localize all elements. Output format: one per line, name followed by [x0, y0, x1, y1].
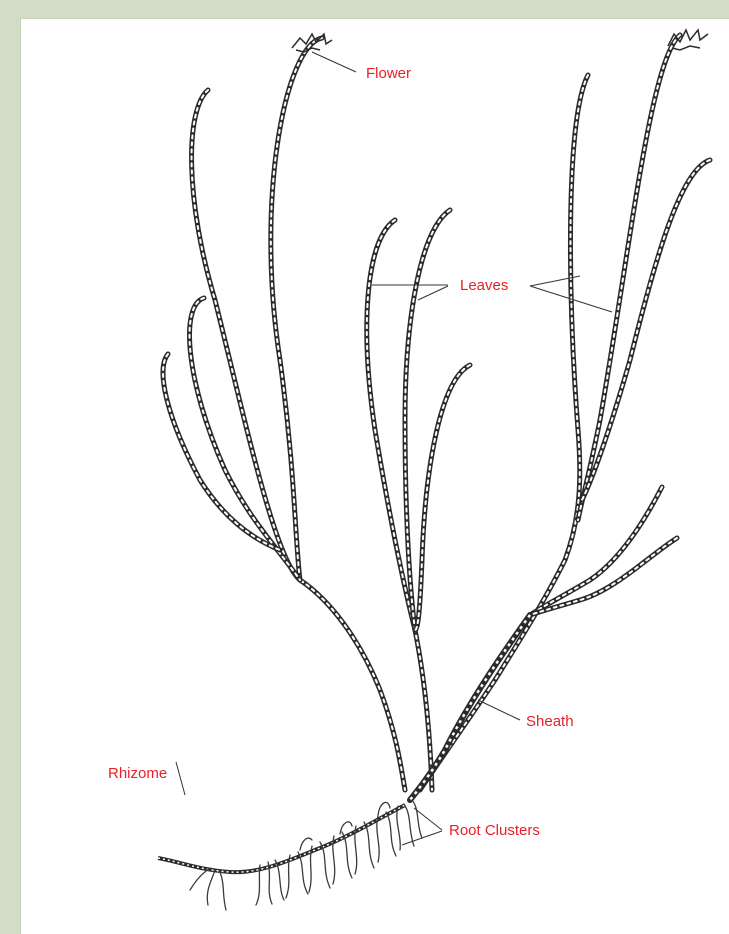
- root-clusters: [256, 800, 422, 905]
- left-leaf-bundle: [163, 38, 405, 790]
- right-leaf-bundle: [420, 35, 710, 790]
- rhizome-label: Rhizome: [108, 765, 167, 782]
- root-clusters-label: Root Clusters: [449, 822, 540, 839]
- sheath-label: Sheath: [526, 713, 574, 730]
- flower-label: Flower: [366, 65, 411, 82]
- leaves-label: Leaves: [460, 277, 508, 294]
